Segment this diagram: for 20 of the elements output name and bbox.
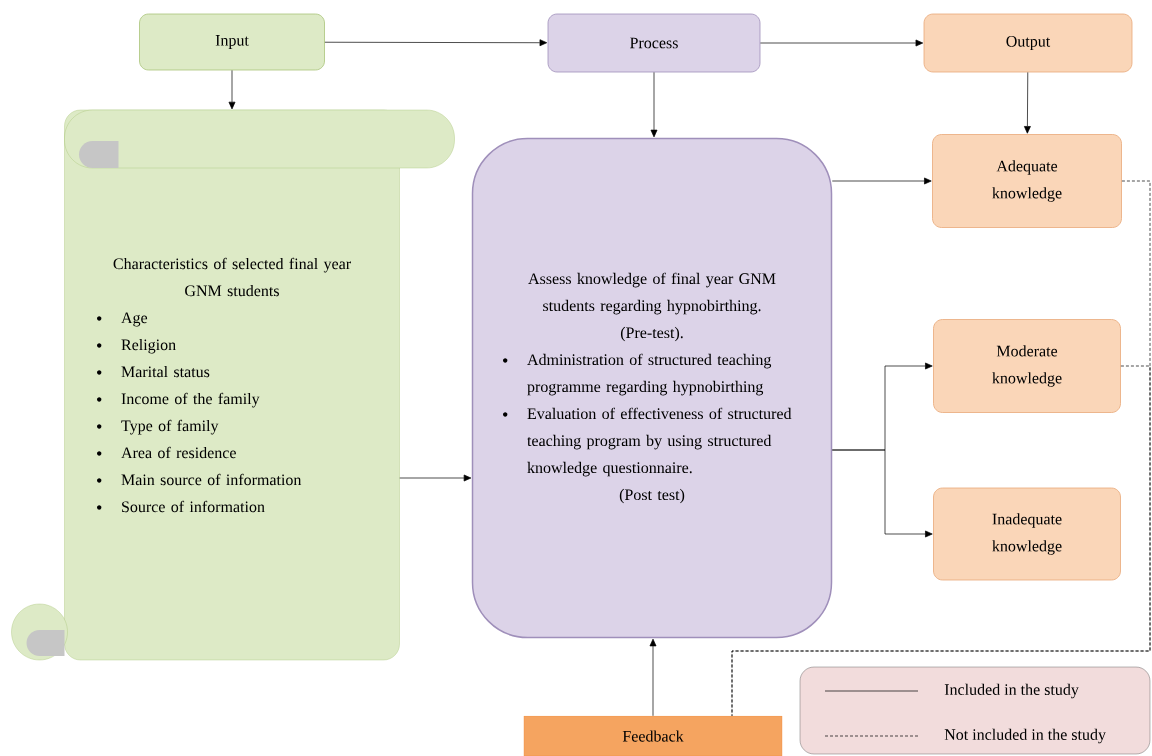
arrow (228, 70, 236, 110)
arrow (649, 638, 657, 717)
arrow (1024, 72, 1031, 134)
process-box: Process (547, 13, 761, 73)
connector-line (731, 365, 1151, 717)
legend-text: Not included in the study (944, 728, 1106, 744)
process-box: Output (923, 13, 1133, 73)
arrow (760, 39, 924, 47)
feedback-box: Feedback (523, 715, 783, 756)
process-box: Assess knowledge of final year GNM students regarding hypnobirthing. (Pre-test). Administration of structured teaching programme regarding hypnobirthing Evaluation of effectiveness of structured teaching program by using structured knowledge questionnaire. (Post test) (471, 137, 833, 639)
arrow (324, 39, 548, 47)
process-box: Moderate knowledge (933, 319, 1121, 413)
arrow (650, 72, 658, 138)
arrow (831, 177, 932, 185)
arrow (399, 474, 472, 482)
process-box: Inadequate knowledge (933, 487, 1121, 581)
process-box: Adequate knowledge (932, 134, 1122, 228)
arrow (831, 449, 933, 538)
process-box: Input (139, 13, 325, 71)
legend-text: Included in the study (944, 683, 1079, 699)
